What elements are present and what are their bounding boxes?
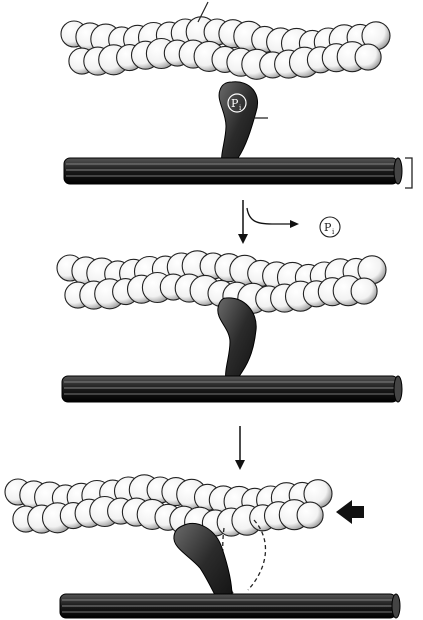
released-phosphate: P i <box>320 217 340 237</box>
released-phosphate-label: P <box>324 221 332 234</box>
stage-1: P i <box>61 2 412 188</box>
bound-phosphate-label: P <box>231 97 239 110</box>
actin-monomer <box>297 502 323 528</box>
actin-monomer <box>355 44 381 70</box>
thick-filament-3 <box>60 594 400 618</box>
stage-3 <box>5 475 400 618</box>
myosin-head-2 <box>218 298 256 383</box>
filament-bracket <box>405 158 412 188</box>
thick-filament-1 <box>64 158 402 184</box>
actin-filament-1 <box>61 17 390 80</box>
thick-filament-2 <box>62 376 402 402</box>
transition-arrow-1 <box>238 200 299 244</box>
actin-movement-arrow <box>336 500 364 524</box>
transition-arrow-2 <box>235 426 245 470</box>
actin-filament-3 <box>5 475 332 537</box>
actin-monomer <box>351 278 377 304</box>
stage-2 <box>57 251 402 402</box>
